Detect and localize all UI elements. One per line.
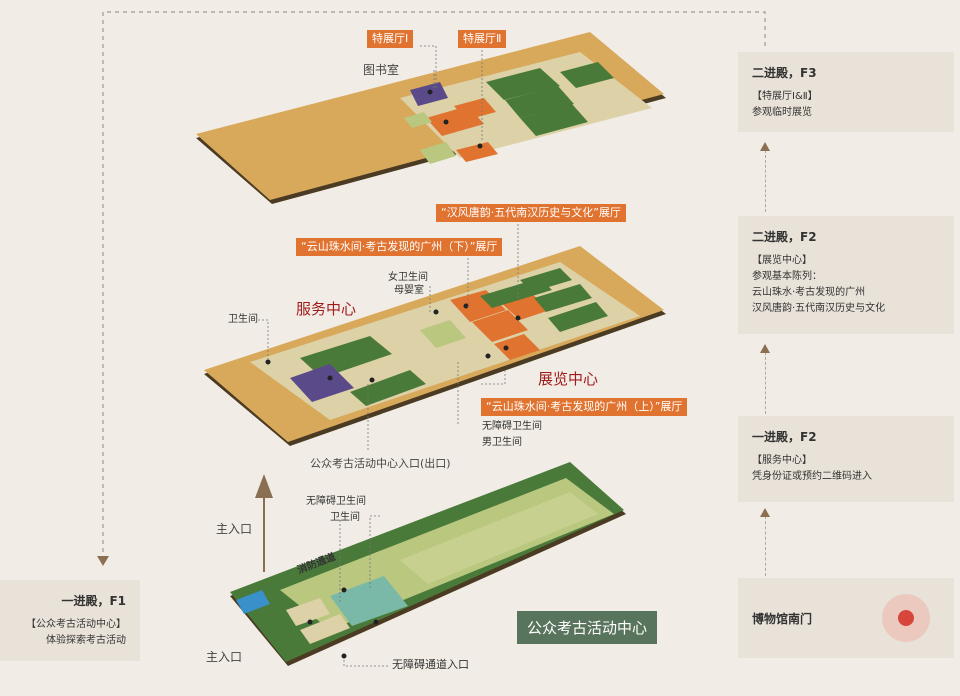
label-nursery: 母婴室 <box>394 285 424 296</box>
label-hall-han: “汉风唐韵·五代南汉历史与文化”展厅 <box>436 204 626 222</box>
card-title: 一进殿，F2 <box>752 430 817 444</box>
card-line: 凭身份证或预约二维码进入 <box>752 471 872 482</box>
location-pin-icon <box>882 594 930 642</box>
card-route-f3: 二进殿，F3 【特展厅Ⅰ&Ⅱ】 参观临时展览 <box>738 52 954 132</box>
label-accessible-entrance: 无障碍通道入口 <box>392 658 469 671</box>
label-special-hall-2: 特展厅Ⅱ <box>458 30 507 48</box>
card-title: 一进殿，F1 <box>61 594 126 608</box>
label-main-entrance-arrow: 主入口 <box>216 522 253 536</box>
card-line: 体验探索考古活动 <box>46 635 126 646</box>
route-arrow-up <box>760 344 770 353</box>
card-line: 【特展厅Ⅰ&Ⅱ】 <box>752 91 818 102</box>
route-arrow-up <box>760 142 770 151</box>
main-entrance-arrow <box>255 474 273 498</box>
route-dashed-line <box>102 11 766 560</box>
route-arrow-up <box>760 508 770 517</box>
floor-f2 <box>204 246 666 446</box>
label-accessible-wc-f1: 无障碍卫生间 <box>306 496 366 507</box>
floor-f3 <box>196 32 666 204</box>
card-line: 【公众考古活动中心】 <box>26 619 126 630</box>
label-main-entrance: 主入口 <box>206 650 243 664</box>
south-gate-label: 博物馆南门 <box>752 611 813 626</box>
floor-f1 <box>230 462 626 666</box>
card-title: 二进殿，F2 <box>752 230 817 244</box>
card-line: 【展览中心】 <box>752 255 812 266</box>
card-line: 参观临时展览 <box>752 107 812 118</box>
card-route-f2-exhibition: 二进殿，F2 【展览中心】 参观基本陈列： 云山珠水·考古发现的广州 汉风唐韵·… <box>738 216 954 334</box>
card-line: 【服务中心】 <box>752 455 812 466</box>
label-special-hall-1: 特展厅Ⅰ <box>367 30 414 48</box>
label-service-center: 服务中心 <box>296 300 357 318</box>
card-f1-archaeology: 一进殿，F1 【公众考古活动中心】 体验探索考古活动 <box>0 580 140 661</box>
card-south-gate: 博物馆南门 <box>738 578 954 658</box>
label-wc-f1: 卫生间 <box>330 512 360 523</box>
label-accessible-wc-f2: 无障碍卫生间 <box>482 421 542 432</box>
label-exhibition-center: 展览中心 <box>538 370 599 388</box>
label-hall-lower: “云山珠水间·考古发现的广州（下）”展厅 <box>296 238 503 256</box>
route-arrow-down <box>97 556 109 566</box>
label-wc-f2: 卫生间 <box>228 314 258 325</box>
card-route-f2-service: 一进殿，F2 【服务中心】 凭身份证或预约二维码进入 <box>738 416 954 502</box>
card-line: 参观基本陈列： <box>752 271 822 282</box>
label-archaeology-entrance: 公众考古活动中心入口(出口) <box>310 457 451 470</box>
archaeology-center-room <box>330 576 408 626</box>
card-line: 云山珠水·考古发现的广州 <box>752 287 866 298</box>
label-womens-wc: 女卫生间 <box>388 272 428 283</box>
label-hall-upper: “云山珠水间·考古发现的广州（上）”展厅 <box>481 398 688 416</box>
card-title: 二进殿，F3 <box>752 66 817 80</box>
label-archaeology-center: 公众考古活动中心 <box>517 611 658 644</box>
label-library: 图书室 <box>363 63 400 77</box>
card-line: 汉风唐韵·五代南汉历史与文化 <box>752 303 886 314</box>
special-hall-2-room <box>456 142 498 162</box>
label-mens-wc: 男卫生间 <box>482 437 522 448</box>
service-center-room <box>290 364 354 402</box>
